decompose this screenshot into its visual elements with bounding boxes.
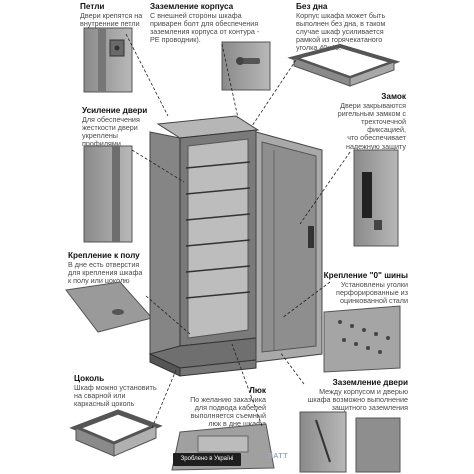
callout-text: Между корпусом и дверью шкафа возможно в… [307,386,408,412]
callout-text: Установлены уголки перфорированные из оц… [336,279,408,305]
callout-zero-bus: Крепление "0" шины Установлены уголки пе… [318,271,408,305]
callout-title: Усиление двери [82,106,148,115]
callout-door-reinforcement: Усиление двери Для обеспечения жесткости… [82,106,162,148]
body-grounding-detail [221,41,271,91]
callout-text: Для обеспечения жесткости двери укреплен… [82,114,140,149]
callout-title: Петли [80,2,105,11]
mounting-rails [185,161,251,299]
callout-title: Без дна [296,2,328,11]
callout-text: Двери крепятся на внутренние петли [80,10,143,28]
callout-floor-mount: Крепление к полу В дне есть отверстия дл… [68,251,160,285]
callout-title: Заземление двери [332,378,408,387]
callout-title: Крепление "0" шины [323,271,408,280]
callout-plinth: Цоколь Шкаф можно установить на сварной … [74,374,164,408]
frame-detail [287,43,401,87]
callout-lock: Замок Двери закрываются ригельным замком… [318,92,406,151]
callout-text: Шкаф можно установить на сварной или кар… [74,382,157,408]
callout-door-grounding: Заземление двери Между корпусом и дверью… [296,378,408,412]
leader-lines [125,33,351,429]
callout-title: Люк [249,386,266,395]
door-grounding-detail [299,411,401,473]
callout-title: Крепление к полу [68,251,140,260]
plinth-detail [69,409,163,457]
zero-bus-detail [323,305,401,373]
callout-text: В дне есть отверстия для крепления шкафа… [68,259,143,285]
made-in-ukraine-badge: Зроблено в Україні [173,453,241,466]
callout-text: Двери закрываются ригельным замком с тре… [337,100,406,151]
callout-title: Замок [381,92,406,101]
main-cabinet [148,115,323,377]
floor-mount-detail [65,281,153,333]
callout-title: Заземление корпуса [150,2,234,11]
callout-text: С внешней стороны шкафа приварен болт дл… [150,10,260,45]
callout-hinges: Петли Двери крепятся на внутренние петли [80,2,160,28]
callout-hatch: Люк По желанию заказчика для подвода каб… [178,386,266,428]
brand-logo: ВАТТ [268,453,288,460]
lock-detail [353,149,399,247]
callout-text: По желанию заказчика для подвода кабелей… [190,394,266,429]
callout-body-grounding: Заземление корпуса С внешней стороны шка… [150,2,280,44]
callout-title: Цоколь [74,374,105,383]
hinge-detail [83,27,133,93]
door-reinforcement-detail [83,145,133,243]
